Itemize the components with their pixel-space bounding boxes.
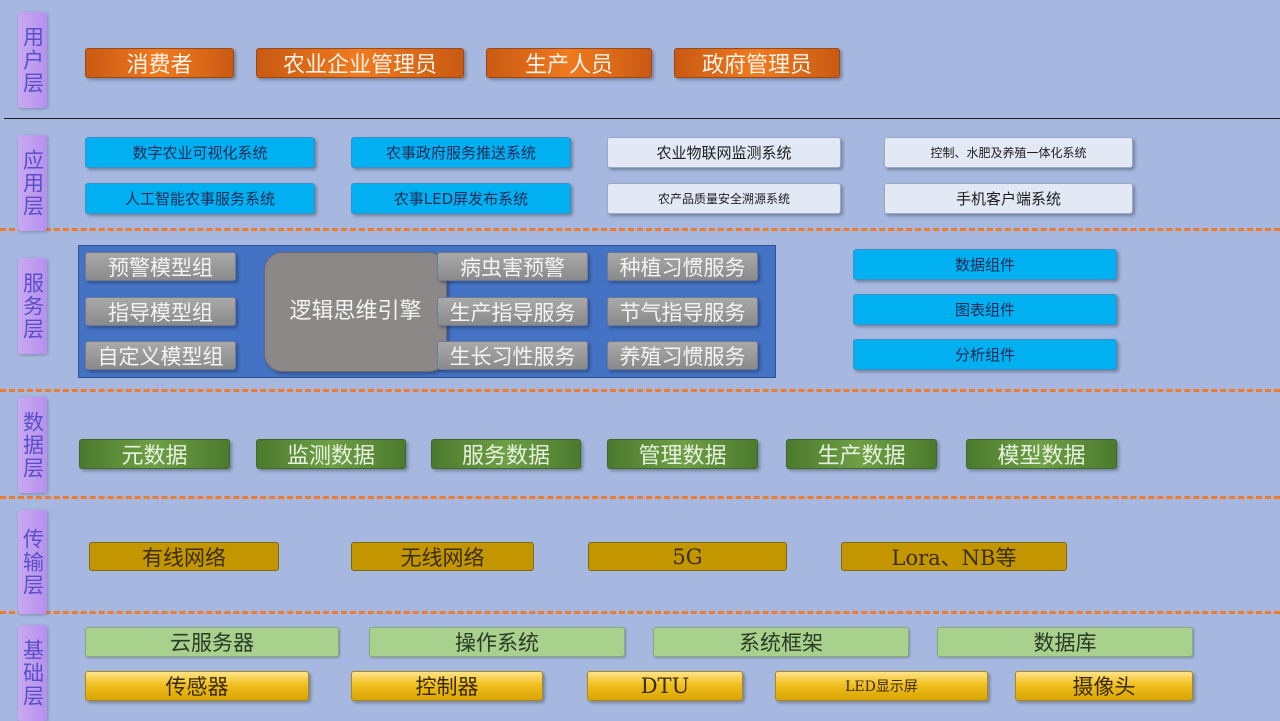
app-ai-agri-service: 人工智能农事服务系统 <box>85 183 315 214</box>
user-layer-divider <box>4 118 1280 119</box>
data-metadata: 元数据 <box>79 439 230 469</box>
service-pest-warning: 病虫害预警 <box>437 252 588 281</box>
service-breeding-habit: 养殖习惯服务 <box>607 341 758 370</box>
layer-label-transport: 传输层 <box>18 510 47 614</box>
transport-lora-nb: Lora、NB等 <box>841 542 1067 571</box>
transport-wired-network: 有线网络 <box>89 542 279 571</box>
transport-5g: 5G <box>588 542 787 571</box>
service-guidance-model-group: 指导模型组 <box>85 297 236 326</box>
transport-wireless-network: 无线网络 <box>351 542 534 571</box>
app-digital-agri-visualization: 数字农业可视化系统 <box>85 137 315 168</box>
component-chart: 图表组件 <box>853 294 1117 325</box>
service-solar-term-guidance: 节气指导服务 <box>607 297 758 326</box>
data-service: 服务数据 <box>431 439 581 469</box>
logic-engine: 逻辑思维引擎 <box>264 252 447 372</box>
foundation-led-display: LED显示屏 <box>775 671 988 701</box>
app-government-push: 农事政府服务推送系统 <box>351 137 571 168</box>
service-planting-habit: 种植习惯服务 <box>607 252 758 281</box>
app-mobile-client: 手机客户端系统 <box>884 183 1133 214</box>
app-control-integration: 控制、水肥及养殖一体化系统 <box>884 137 1133 168</box>
layer-label-service: 服务层 <box>18 258 47 354</box>
service-production-guidance: 生产指导服务 <box>437 297 588 326</box>
application-layer-divider <box>0 228 1280 231</box>
user-consumer: 消费者 <box>85 48 234 78</box>
data-model: 模型数据 <box>966 439 1117 469</box>
foundation-sensor: 传感器 <box>85 671 309 701</box>
foundation-camera: 摄像头 <box>1015 671 1193 701</box>
component-analysis: 分析组件 <box>853 339 1117 370</box>
foundation-cloud-server: 云服务器 <box>85 627 339 657</box>
layer-label-foundation: 基础层 <box>18 625 47 721</box>
user-enterprise-admin: 农业企业管理员 <box>256 48 464 78</box>
foundation-database: 数据库 <box>937 627 1193 657</box>
service-custom-model-group: 自定义模型组 <box>85 341 236 370</box>
service-warning-model-group: 预警模型组 <box>85 252 236 281</box>
foundation-dtu: DTU <box>587 671 743 701</box>
service-layer-divider <box>0 389 1280 392</box>
service-growth-habit: 生长习性服务 <box>437 341 588 370</box>
app-quality-traceability: 农产品质量安全溯源系统 <box>607 183 841 214</box>
data-monitoring: 监测数据 <box>256 439 406 469</box>
transport-layer-divider <box>0 611 1280 614</box>
foundation-system-framework: 系统框架 <box>653 627 909 657</box>
app-iot-monitoring: 农业物联网监测系统 <box>607 137 841 168</box>
layer-label-user: 用户层 <box>18 12 47 108</box>
data-layer-divider <box>0 496 1280 499</box>
foundation-controller: 控制器 <box>351 671 543 701</box>
component-data: 数据组件 <box>853 249 1117 280</box>
foundation-operating-system: 操作系统 <box>369 627 625 657</box>
user-producer: 生产人员 <box>486 48 652 78</box>
layer-label-application: 应用层 <box>18 135 47 231</box>
user-government-admin: 政府管理员 <box>674 48 840 78</box>
data-production: 生产数据 <box>786 439 937 469</box>
app-led-publish: 农事LED屏发布系统 <box>351 183 571 214</box>
data-management: 管理数据 <box>607 439 758 469</box>
layer-label-data: 数据层 <box>18 397 47 493</box>
